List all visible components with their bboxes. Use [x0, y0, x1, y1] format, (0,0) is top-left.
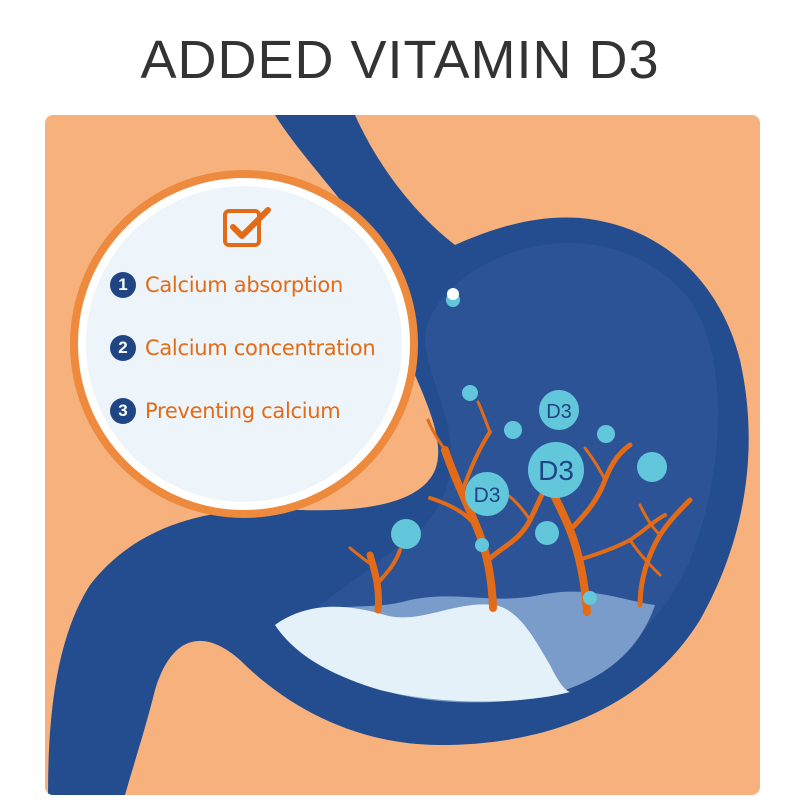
stomach-illustration: D3 D3 D3 [48, 115, 749, 795]
benefit-label: Calcium absorption [145, 273, 343, 297]
benefit-item-2: 2 Calcium concentration [110, 333, 376, 363]
benefit-label: Calcium concentration [145, 336, 376, 360]
number-badge: 1 [110, 272, 136, 298]
checkbox-checked-icon [223, 207, 271, 247]
page-title: ADDED VITAMIN D3 [140, 30, 660, 90]
bubbles [391, 293, 667, 605]
white-bubble [447, 288, 459, 300]
d3-label-large: D3 [538, 455, 574, 486]
d3-label-medium: D3 [474, 484, 501, 507]
benefit-label: Preventing calcium [145, 399, 341, 423]
liquid-front [275, 604, 570, 702]
number-badge: 2 [110, 335, 136, 361]
d3-label-small: D3 [546, 401, 572, 423]
benefit-item-1: 1 Calcium absorption [110, 270, 343, 300]
number-badge: 3 [110, 398, 136, 424]
benefit-item-3: 3 Preventing calcium [110, 396, 341, 426]
illustration-panel: D3 D3 D3 [45, 115, 760, 795]
stomach-cavity [290, 243, 719, 696]
